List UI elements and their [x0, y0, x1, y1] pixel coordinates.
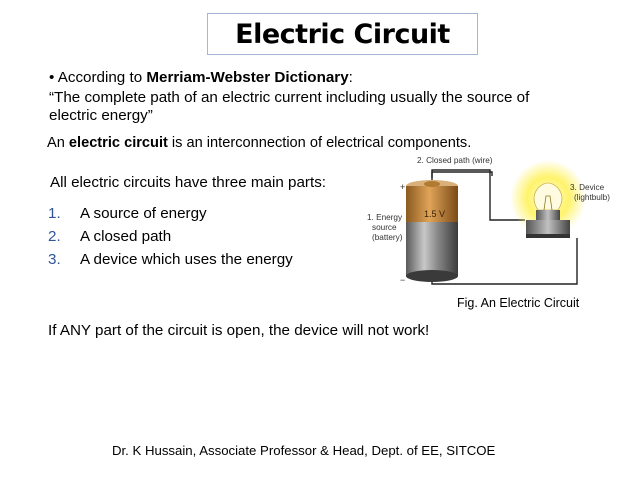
bullet: •: [49, 69, 55, 86]
list-item: 3. A device which uses the energy: [48, 251, 293, 268]
statement-prefix: An: [47, 135, 69, 151]
dictionary-name: Merriam-Webster Dictionary: [146, 69, 349, 86]
definition-quote-line1: “The complete path of an electric curren…: [49, 89, 530, 106]
circuit-diagram: 1.5 V + − 2. Closed path (wire) 3. Devic…: [367, 156, 610, 285]
battery: 1.5 V: [406, 180, 458, 282]
list-item: 2. A closed path: [48, 228, 171, 245]
list-text: A device which uses the energy: [80, 251, 293, 268]
label-device-line1: 3. Device: [570, 183, 605, 192]
definition-suffix: :: [348, 69, 353, 86]
list-item: 1. A source of energy: [48, 205, 207, 222]
title-box: Electric Circuit: [207, 13, 478, 55]
label-source-line3: (battery): [372, 233, 403, 242]
label-closed-path: 2. Closed path (wire): [417, 156, 493, 165]
battery-voltage: 1.5 V: [424, 209, 445, 219]
label-device-line2: (lightbulb): [574, 193, 610, 202]
definition-prefix: According to: [57, 69, 147, 86]
open-circuit-note: If ANY part of the circuit is open, the …: [48, 322, 430, 339]
label-source-line2: source: [372, 223, 397, 232]
statement-suffix: is an interconnection of electrical comp…: [167, 135, 472, 151]
list-number: 1.: [48, 205, 61, 222]
battery-plus-sign: +: [400, 182, 405, 192]
battery-minus-sign: −: [400, 275, 405, 285]
statement-bold-term: electric circuit: [68, 135, 168, 151]
lightbulb-icon: [510, 160, 586, 238]
parts-intro: All electric circuits have three main pa…: [50, 174, 327, 191]
figure-caption: Fig. An Electric Circuit: [457, 296, 580, 310]
list-text: A closed path: [80, 228, 172, 245]
definition-intro: • According to Merriam-Webster Dictionar…: [49, 68, 353, 87]
list-number: 3.: [48, 251, 61, 268]
definition-quote-line2: electric energy”: [49, 107, 153, 124]
slide-title: Electric Circuit: [235, 18, 450, 50]
list-number: 2.: [48, 228, 61, 245]
label-source-line1: 1. Energy: [367, 213, 403, 222]
list-text: A source of energy: [80, 205, 207, 222]
footer-author: Dr. K Hussain, Associate Professor & Hea…: [112, 443, 496, 458]
electric-circuit-statement: An electric circuit is an interconnectio…: [47, 135, 471, 151]
